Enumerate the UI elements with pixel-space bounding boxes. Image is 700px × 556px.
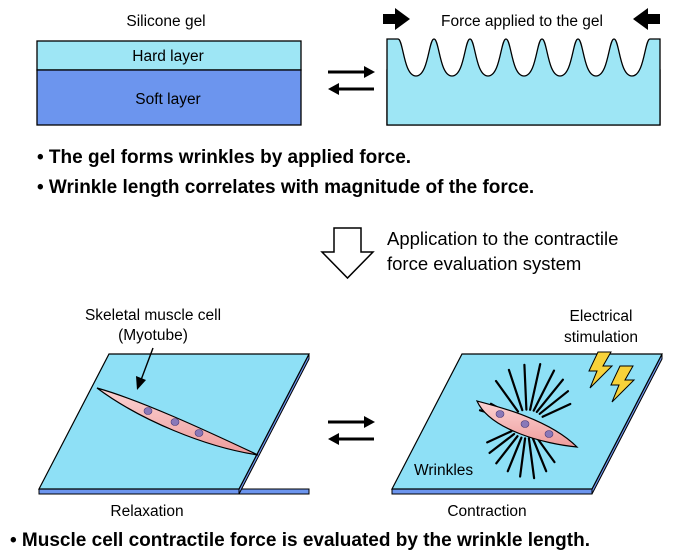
- bullet-length-correlates: • Wrinkle length correlates with magnitu…: [37, 177, 534, 198]
- hard-layer-label: Hard layer: [132, 48, 204, 65]
- bullet-wrinkles-form: • The gel forms wrinkles by applied forc…: [37, 147, 411, 168]
- nucleus: [495, 410, 505, 418]
- nucleus: [143, 407, 153, 415]
- hard-layer-wrinkled: [386, 38, 661, 126]
- hard-layer: [36, 40, 302, 71]
- nucleus: [194, 429, 204, 437]
- wrinkle-line: [518, 437, 527, 478]
- wrinkle-line: [506, 436, 523, 473]
- wrinkled-gel: [386, 38, 661, 126]
- wrinkle-line: [534, 435, 556, 464]
- wrinkle-line: [532, 369, 556, 412]
- relaxation-label: Relaxation: [110, 503, 183, 520]
- wrinkle-line: [523, 363, 528, 411]
- lightning-icon: [588, 351, 614, 389]
- nucleus: [544, 430, 554, 438]
- myotube-contracted: [475, 400, 579, 448]
- wrinkles-label: Wrinkles: [414, 462, 473, 479]
- wrinkle-line: [507, 368, 524, 412]
- wrinkle-line: [527, 437, 536, 480]
- wrinkle-line: [535, 378, 565, 413]
- contraction-label: Contraction: [447, 503, 526, 520]
- down-arrow-icon: [320, 227, 375, 280]
- silicone-gel-title: Silicone gel: [126, 13, 205, 30]
- force-applied-title: Force applied to the gel: [441, 13, 603, 30]
- double-arrow-icon: [328, 416, 375, 445]
- myotube-label-line2: (Myotube): [118, 327, 188, 344]
- wrinkle-line: [528, 363, 542, 411]
- stimulation-label-line2: stimulation: [564, 329, 638, 346]
- push-arrow-icon: [633, 8, 660, 30]
- wrinkle-line: [541, 402, 572, 418]
- application-line1: Application to the contractile: [387, 228, 618, 249]
- wrinkle-line: [494, 379, 520, 413]
- myotube-relaxed: [96, 387, 259, 456]
- wrinkle-line: [488, 432, 516, 454]
- push-arrow-icon: [383, 8, 410, 30]
- nucleus: [520, 420, 530, 428]
- stimulation-label-line1: Electrical: [570, 308, 633, 325]
- pointer-arrow-icon: [136, 347, 154, 390]
- soft-layer-label: Soft layer: [135, 91, 200, 108]
- wrinkle-line: [495, 435, 519, 465]
- myotube-label-line1: Skeletal muscle cell: [85, 307, 221, 324]
- wrinkle-lines: [478, 363, 572, 480]
- application-line2: force evaluation system: [387, 253, 581, 274]
- soft-layer: [36, 69, 302, 126]
- bullet-evaluated-by-wrinkle: • Muscle cell contractile force is evalu…: [10, 530, 590, 551]
- lightning-icon: [610, 365, 636, 403]
- wrinkle-line: [538, 390, 570, 415]
- double-arrow-icon: [328, 66, 375, 95]
- wrinkle-line: [486, 430, 513, 444]
- nucleus: [170, 418, 180, 426]
- wrinkle-line: [531, 436, 548, 473]
